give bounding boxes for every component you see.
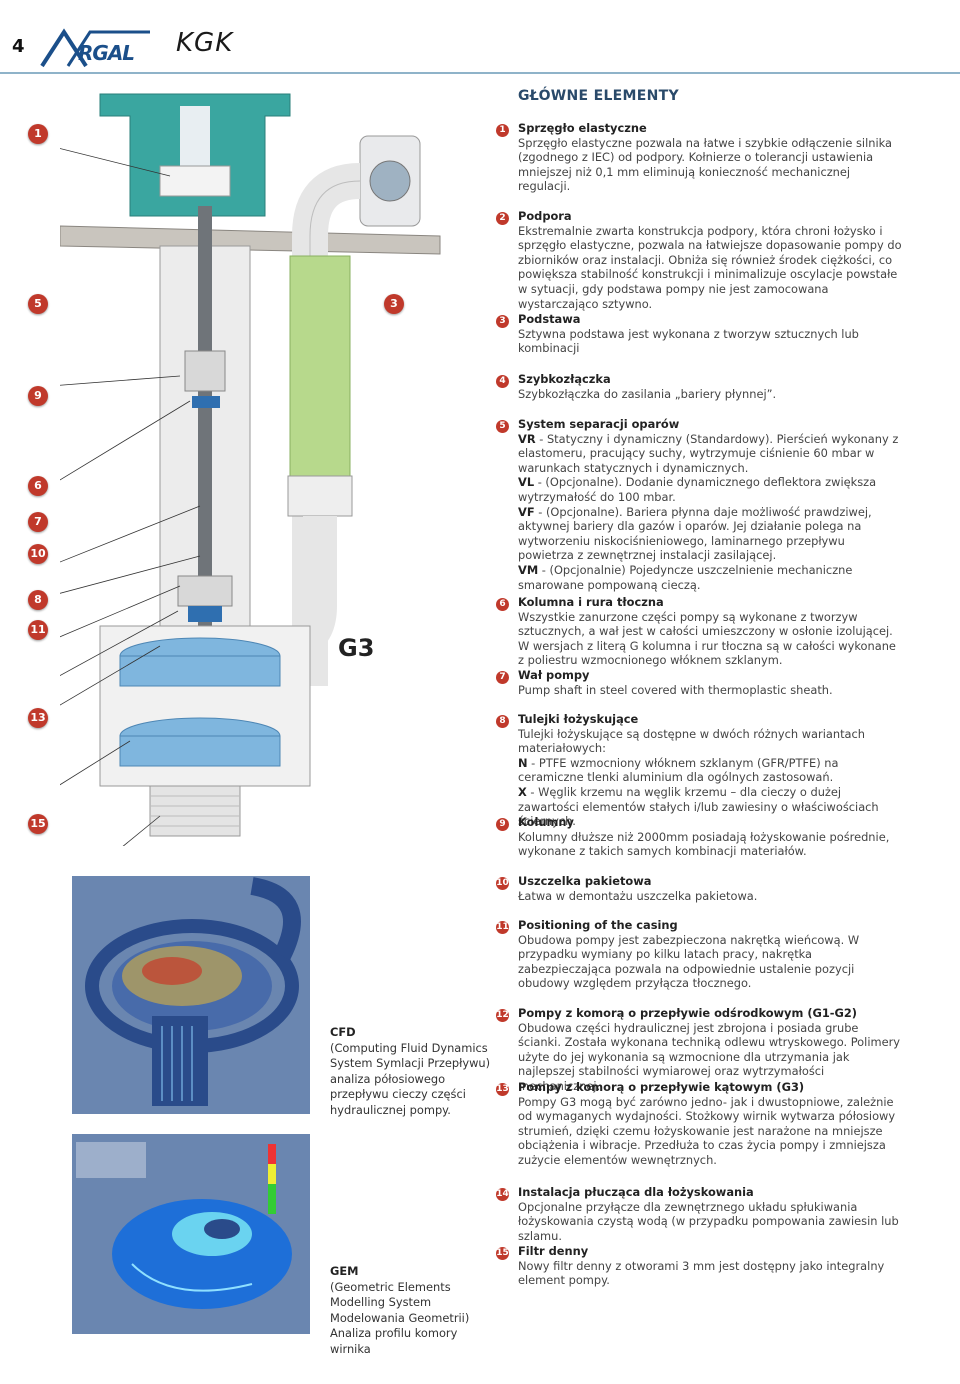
item-8-text: Tulejki łożyskujące są dostępne w dwóch … [518,726,866,756]
item-5: System separacji oparów VR - Statyczny i… [518,417,902,592]
item-7-text: Pump shaft in steel covered with thermop… [518,682,833,697]
item-12-title: Pompy z komorą o przepływie odśrodkowym … [518,1006,858,1020]
model-name: KGK [176,28,234,58]
item-15: Filtr denny Nowy filtr denny z otworami … [518,1244,902,1288]
item-8-title: Tulejki łożyskujące [518,712,639,726]
item-number-5: 5 [496,420,509,433]
item-13: Pompy z komorą o przepływie kątowym (G3)… [518,1080,902,1168]
gem-caption-text: (Geometric Elements Modelling System Mod… [330,1279,470,1356]
item-3-title: Podstawa [518,312,581,326]
item-8-n-text: - PTFE wzmocniony włóknem szklanym (GFR/… [518,755,839,785]
item-11-title: Positioning of the casing [518,918,678,932]
callout-3: 3 [384,294,404,314]
item-14-title: Instalacja płucząca dla łożyskowania [518,1185,754,1199]
item-10-title: Uszczelka pakietowa [518,874,652,888]
item-14-text: Opcjonalne przyłącze dla zewnętrznego uk… [518,1199,899,1243]
item-5-vf-label: VF [518,504,535,519]
item-1: Sprzęgło elastyczne Sprzęgło elastyczne … [518,121,902,194]
item-5-vl-text: - (Opcjonalne). Dodanie dynamicznego def… [518,475,877,504]
cfd-caption-title: CFD [330,1025,356,1039]
cfd-caption: CFD (Computing Fluid Dynamics System Sym… [330,1025,500,1118]
item-13-text: Pompy G3 mogą być zarówno jedno- jak i d… [518,1094,896,1167]
item-4: Szybkozłączka Szybkozłączka do zasilania… [518,372,902,401]
item-8-n-label: N [518,755,528,770]
item-number-1: 1 [496,124,509,137]
item-2-text: Ekstremalnie zwarta konstrukcja podpory,… [518,223,902,311]
page-number: 4 [12,36,25,57]
cfd-caption-text: (Computing Fluid Dynamics System Symlacj… [330,1040,491,1117]
cfd-simulation-image [72,876,310,1114]
callout-5: 5 [28,294,48,314]
callout-11: 11 [28,620,48,640]
item-number-10: 10 [496,877,509,890]
callout-7: 7 [28,512,48,532]
item-number-14: 14 [496,1188,509,1201]
item-9: Kolumny Kolumny dłuższe niż 2000mm posia… [518,815,902,859]
item-5-vr-text: - Statyczny i dynamiczny (Standardowy). … [518,431,899,475]
item-number-13: 13 [496,1083,509,1096]
item-5-vm-label: VM [518,562,539,577]
item-10-text: Łatwa w demontażu uszczelka pakietowa. [518,888,758,903]
gem-simulation-image [72,1134,310,1334]
callout-10: 10 [28,544,48,564]
callout-6: 6 [28,476,48,496]
item-number-6: 6 [496,598,509,611]
page-header: 4 RGAL KGK [0,20,960,74]
item-number-2: 2 [496,212,509,225]
item-13-title: Pompy z komorą o przepływie kątowym (G3) [518,1080,805,1094]
item-10: Uszczelka pakietowa Łatwa w demontażu us… [518,874,902,903]
item-number-4: 4 [496,375,509,388]
item-4-text: Szybkozłączka do zasilania „bariery płyn… [518,386,777,401]
gem-caption: GEM (Geometric Elements Modelling System… [330,1264,500,1357]
item-5-title: System separacji oparów [518,417,680,431]
section-title: GŁÓWNE ELEMENTY [518,88,679,104]
callout-9: 9 [28,386,48,406]
item-number-8: 8 [496,715,509,728]
item-11: Positioning of the casing Obudowa pompy … [518,918,902,991]
item-2-title: Podpora [518,209,572,223]
item-7-title: Wał pompy [518,668,590,682]
item-number-7: 7 [496,671,509,684]
item-5-vf-text: - (Opcjonalne). Bariera płynna daje możl… [518,504,872,563]
callout-13: 13 [28,708,48,728]
item-number-3: 3 [496,315,509,328]
item-number-12: 12 [496,1009,509,1022]
item-12: Pompy z komorą o przepływie odśrodkowym … [518,1006,902,1094]
item-8-x-label: X [518,784,527,799]
svg-text:RGAL: RGAL [78,41,134,65]
item-15-text: Nowy filtr denny z otworami 3 mm jest do… [518,1258,885,1288]
item-6: Kolumna i rura tłoczna Wszystkie zanurzo… [518,595,902,668]
argal-logo: RGAL [40,28,150,68]
item-12-text: Obudowa części hydraulicznej jest zbrojo… [518,1020,901,1093]
header-divider [0,72,960,74]
item-number-11: 11 [496,921,509,934]
item-9-text: Kolumny dłuższe niż 2000mm posiadają łoż… [518,829,890,859]
gem-caption-title: GEM [330,1264,359,1278]
model-g3-label: G3 [338,634,375,662]
callout-1: 1 [28,124,48,144]
item-9-title: Kolumny [518,815,574,829]
callout-15: 15 [28,814,48,834]
item-5-vm-text: - (Opcjonalnie) Pojedyncze uszczelnienie… [518,562,853,592]
pump-cross-section-diagram [60,93,441,846]
item-5-vl-label: VL [518,475,535,490]
item-1-text: Sprzęgło elastyczne pozwala na łatwe i s… [518,135,893,194]
item-4-title: Szybkozłączka [518,372,611,386]
item-number-9: 9 [496,818,509,831]
item-3: Podstawa Sztywna podstawa jest wykonana … [518,312,902,356]
callout-8: 8 [28,590,48,610]
item-2: Podpora Ekstremalnie zwarta konstrukcja … [518,209,902,311]
item-8-x-text: - Węglik krzemu na węglik krzemu – dla c… [518,784,879,829]
item-6-title: Kolumna i rura tłoczna [518,595,664,609]
item-3-text: Sztywna podstawa jest wykonana z tworzyw… [518,326,859,356]
item-7: Wał pompy Pump shaft in steel covered wi… [518,668,902,697]
item-5-vr-label: VR [518,431,536,446]
item-number-15: 15 [496,1247,509,1260]
item-15-title: Filtr denny [518,1244,589,1258]
item-8: Tulejki łożyskujące Tulejki łożyskujące … [518,712,902,829]
item-1-title: Sprzęgło elastyczne [518,121,647,135]
item-11-text: Obudowa pompy jest zabezpieczona nakrętk… [518,932,860,991]
item-14: Instalacja płucząca dla łożyskowania Opc… [518,1185,902,1243]
item-6-text: Wszystkie zanurzone części pompy są wyko… [518,609,896,668]
